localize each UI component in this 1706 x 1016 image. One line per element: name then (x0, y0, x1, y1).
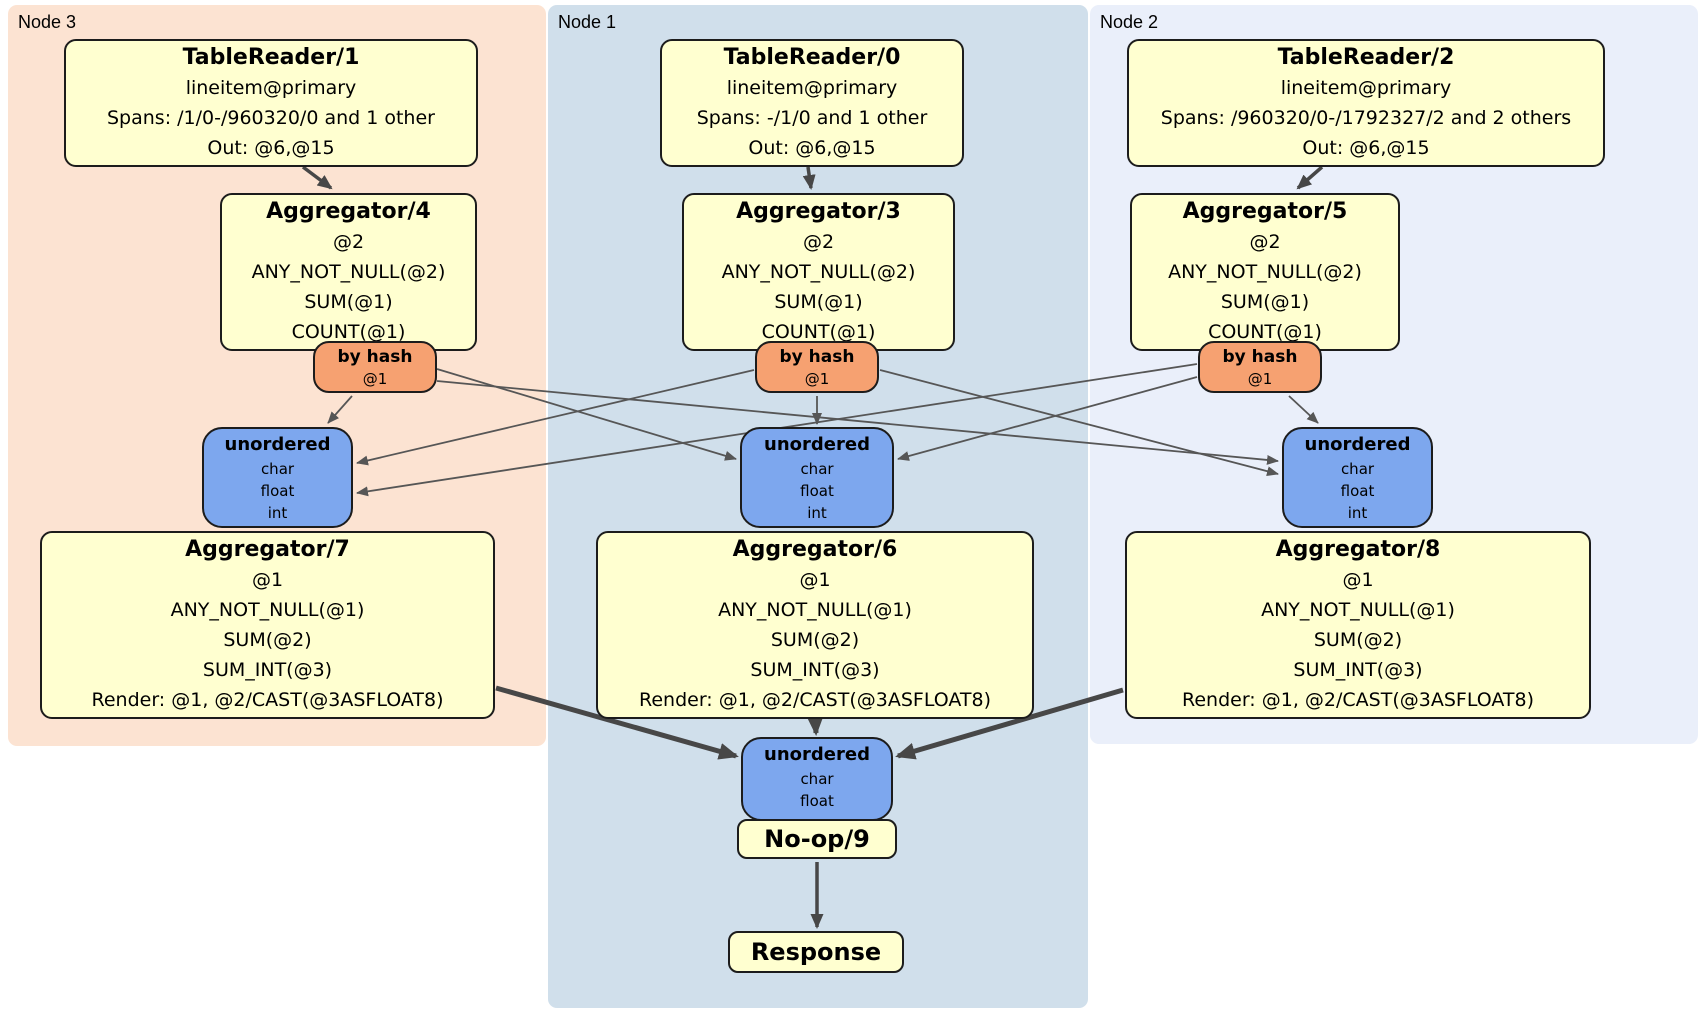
processor-line: Spans: -/1/0 and 1 other (696, 107, 928, 129)
processor-aggregator-4: Aggregator/4 @2 ANY_NOT_NULL(@2) SUM(@1)… (220, 193, 477, 351)
processor-line: SUM_INT(@3) (750, 659, 880, 681)
router-title: by hash (337, 347, 413, 367)
processor-line: Render: @1, @2/CAST(@3ASFLOAT8) (91, 689, 444, 711)
processor-line: Render: @1, @2/CAST(@3ASFLOAT8) (1182, 689, 1534, 711)
sync-title: unordered (1304, 434, 1411, 455)
sync-item: float (800, 792, 834, 810)
processor-title: Aggregator/5 (1182, 199, 1348, 224)
sync-item: char (800, 460, 834, 478)
sync-unordered-node3: unordered char float int (202, 427, 353, 528)
sync-title: unordered (224, 434, 331, 455)
processor-line: ANY_NOT_NULL(@1) (1261, 599, 1455, 621)
processor-aggregator-5: Aggregator/5 @2 ANY_NOT_NULL(@2) SUM(@1)… (1130, 193, 1400, 351)
processor-line: ANY_NOT_NULL(@2) (1168, 261, 1362, 283)
processor-line: @2 (1249, 231, 1281, 253)
processor-line: ANY_NOT_NULL(@1) (718, 599, 912, 621)
processor-title: TableReader/1 (182, 45, 360, 70)
processor-line: @2 (802, 231, 835, 253)
processor-line: @1 (1342, 569, 1374, 591)
processor-title: Aggregator/3 (736, 199, 901, 224)
router-detail: @1 (362, 370, 388, 388)
router-by-hash-node1: by hash @1 (755, 341, 879, 393)
processor-aggregator-3: Aggregator/3 @2 ANY_NOT_NULL(@2) SUM(@1)… (682, 193, 955, 351)
processor-line: Spans: /1/0-/960320/0 and 1 other (107, 107, 435, 129)
sync-item: int (807, 504, 827, 522)
sync-item: char (260, 460, 295, 478)
processor-line: SUM_INT(@3) (1293, 659, 1423, 681)
processor-line: SUM(@2) (223, 629, 312, 651)
processor-line: ANY_NOT_NULL(@2) (251, 261, 446, 283)
processor-line: lineitem@primary (1280, 77, 1452, 99)
processor-line: ANY_NOT_NULL(@1) (170, 599, 365, 621)
noop-label: No-op/9 (764, 825, 870, 853)
sync-item: int (267, 504, 288, 522)
router-title: by hash (779, 347, 855, 367)
processor-aggregator-7: Aggregator/7 @1 ANY_NOT_NULL(@1) SUM(@2)… (40, 531, 495, 719)
processor-line: SUM(@2) (1313, 629, 1403, 651)
processor-line: Render: @1, @2/CAST(@3ASFLOAT8) (639, 689, 991, 711)
processor-line: Out: @6,@15 (1302, 137, 1430, 159)
processor-line: @1 (799, 569, 831, 591)
processor-tablereader-0: TableReader/0 lineitem@primary Spans: -/… (660, 39, 964, 167)
sync-unordered-node1: unordered char float int (740, 427, 894, 528)
processor-line: COUNT(@1) (1208, 321, 1322, 343)
processor-line: SUM_INT(@3) (202, 659, 333, 681)
sync-unordered-final: unordered char float (741, 737, 893, 821)
processor-noop: No-op/9 (737, 819, 897, 859)
processor-line: @2 (332, 231, 365, 253)
sync-item: float (800, 482, 834, 500)
processor-title: Aggregator/6 (732, 537, 898, 562)
node1-label: Node 1 (558, 12, 617, 32)
processor-line: SUM(@1) (1220, 291, 1310, 313)
processor-line: ANY_NOT_NULL(@2) (721, 261, 916, 283)
processor-line: SUM(@2) (770, 629, 860, 651)
node2-label: Node 2 (1100, 12, 1159, 32)
processor-line: Out: @6,@15 (748, 137, 876, 159)
processor-line: COUNT(@1) (761, 321, 876, 343)
response-box: Response (728, 931, 904, 973)
processor-title: TableReader/0 (723, 45, 901, 70)
processor-aggregator-6: Aggregator/6 @1 ANY_NOT_NULL(@1) SUM(@2)… (596, 531, 1034, 719)
router-by-hash-node2: by hash @1 (1198, 341, 1322, 393)
sync-unordered-node2: unordered char float int (1282, 427, 1433, 528)
processor-title: Aggregator/8 (1275, 537, 1441, 562)
processor-line: lineitem@primary (726, 77, 898, 99)
sync-item: int (1347, 504, 1368, 522)
processor-title: Aggregator/4 (266, 199, 431, 224)
node3-label: Node 3 (18, 12, 77, 32)
router-detail: @1 (1247, 370, 1273, 388)
router-detail: @1 (804, 370, 830, 388)
processor-tablereader-1: TableReader/1 lineitem@primary Spans: /1… (64, 39, 478, 167)
router-title: by hash (1222, 347, 1298, 367)
processor-title: TableReader/2 (1277, 45, 1455, 70)
processor-line: @1 (251, 569, 284, 591)
sync-title: unordered (764, 744, 870, 765)
processor-line: COUNT(@1) (291, 321, 406, 343)
sync-item: char (800, 770, 834, 788)
sync-title: unordered (764, 434, 870, 455)
processor-line: Out: @6,@15 (207, 137, 335, 159)
processor-line: lineitem@primary (185, 77, 357, 99)
processor-aggregator-8: Aggregator/8 @1 ANY_NOT_NULL(@1) SUM(@2)… (1125, 531, 1591, 719)
processor-tablereader-2: TableReader/2 lineitem@primary Spans: /9… (1127, 39, 1605, 167)
sync-item: char (1340, 460, 1375, 478)
sync-item: float (260, 482, 295, 500)
router-by-hash-node3: by hash @1 (313, 341, 437, 393)
processor-line: SUM(@1) (304, 291, 393, 313)
processor-line: SUM(@1) (774, 291, 863, 313)
processor-line: Spans: /960320/0-/1792327/2 and 2 others (1160, 107, 1572, 129)
sync-item: float (1340, 482, 1375, 500)
response-label: Response (750, 938, 882, 966)
processor-title: Aggregator/7 (185, 537, 350, 562)
